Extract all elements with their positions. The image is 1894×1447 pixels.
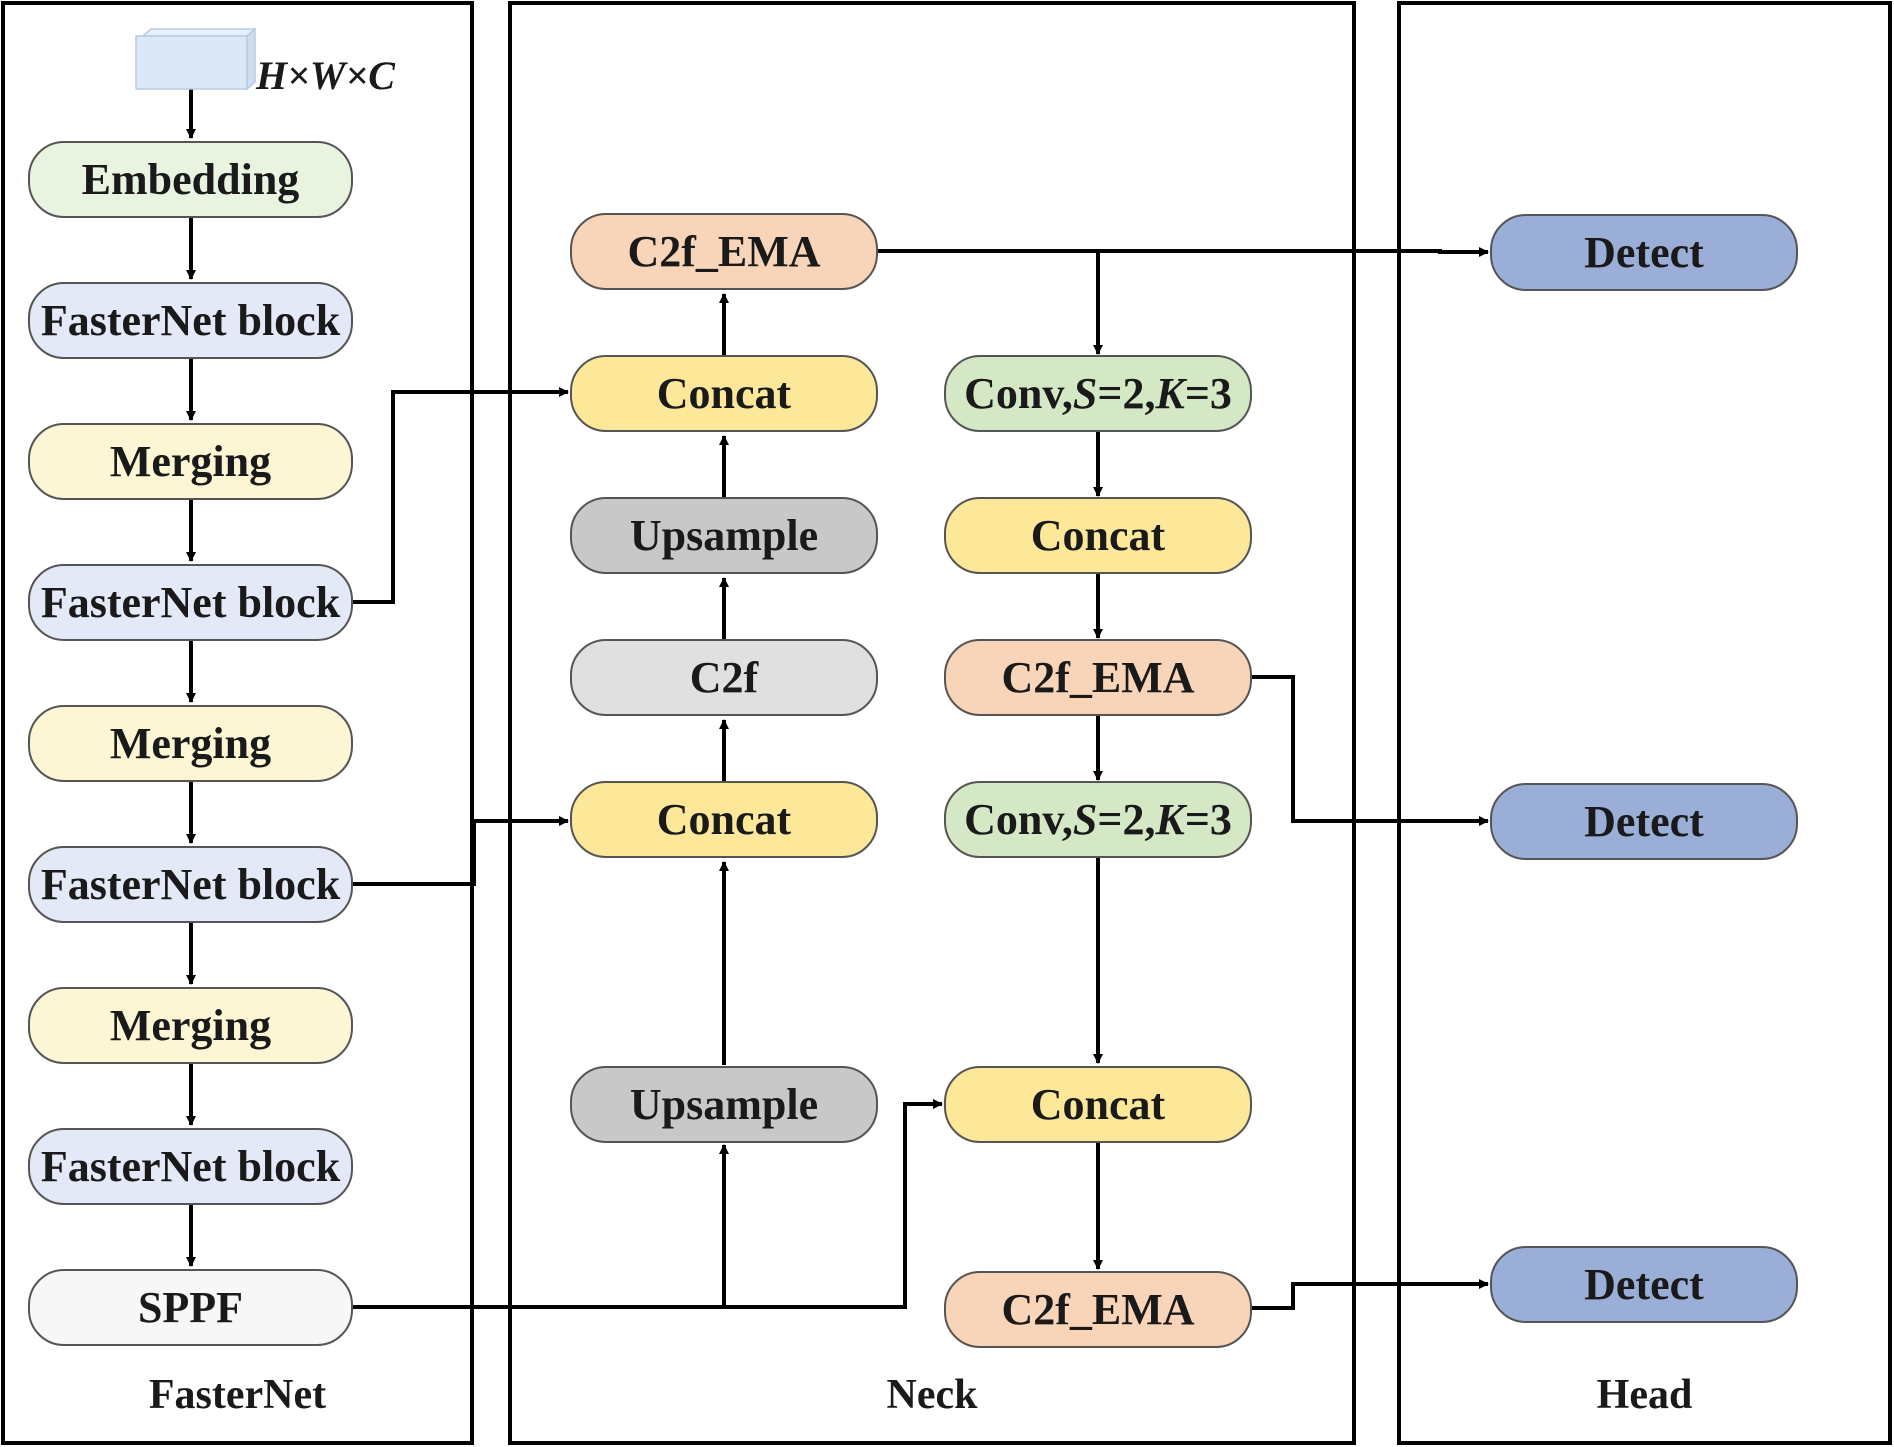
merging-node: Merging [28,987,353,1064]
sppf-node: SPPF [28,1269,353,1346]
fasternet-block-node: FasterNet block [28,564,353,641]
backbone-panel: FasterNet [1,1,474,1445]
conv-node: Conv,S=2,K=3 [944,781,1252,858]
head-panel-title: Head [1596,1372,1693,1418]
arrow-sppf-concat-r2 [353,1099,943,1309]
embedding-node: Embedding [28,141,353,218]
merging-node: Merging [28,423,353,500]
concat-node: Concat [570,781,878,858]
arrow-block3-concat-l2 [353,816,569,886]
c2f-ema-node: C2f_EMA [570,213,878,290]
detect-node: Detect [1490,783,1798,860]
backbone-panel-title: FasterNet [148,1372,327,1418]
upsample-node: Upsample [570,1066,878,1143]
head-panel: Head [1397,1,1892,1445]
concat-node: Concat [944,497,1252,574]
input-tensor-icon [135,28,257,91]
arrow-c2f-ema-top-detect1 [878,247,1489,257]
c2f-node: C2f [570,639,878,716]
arrow-c2f-ema-mid-detect2 [1252,675,1489,826]
fasternet-block-node: FasterNet block [28,846,353,923]
detect-node: Detect [1490,214,1798,291]
concat-node: Concat [570,355,878,432]
c2f-ema-node: C2f_EMA [944,1271,1252,1348]
merging-node: Merging [28,705,353,782]
c2f-ema-node: C2f_EMA [944,639,1252,716]
fasternet-block-node: FasterNet block [28,1128,353,1205]
upsample-node: Upsample [570,497,878,574]
neck-panel: Neck [508,1,1356,1445]
neck-panel-title: Neck [886,1372,978,1418]
concat-node: Concat [944,1066,1252,1143]
arrow-c2f-ema-bottom-detect3 [1252,1279,1489,1310]
arrow-block2-concat-l1 [353,387,569,604]
conv-node: Conv,S=2,K=3 [944,355,1252,432]
fasternet-block-node: FasterNet block [28,282,353,359]
input-shape-label: H×W×C [256,53,395,98]
detect-node: Detect [1490,1246,1798,1323]
